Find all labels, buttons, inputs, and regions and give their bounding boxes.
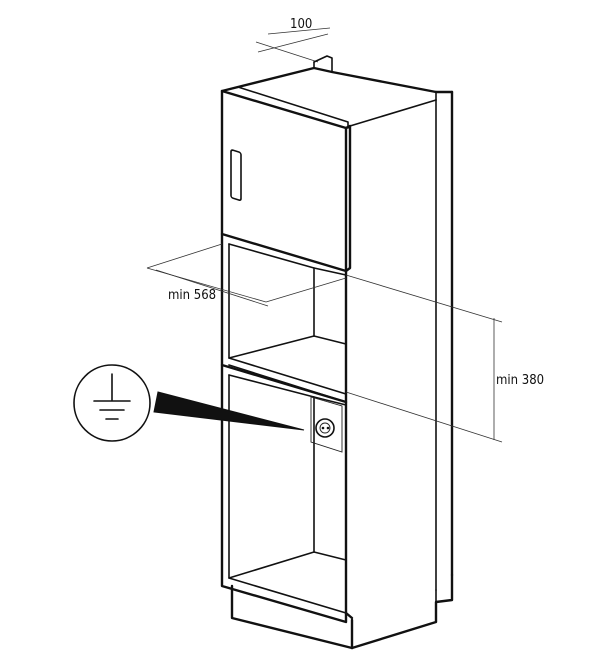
earth-ground-icon: [73, 364, 151, 442]
cabinet-carcass: [220, 66, 454, 650]
niche-height-dimension: min 380: [345, 274, 544, 443]
top-depth-label: 100: [290, 17, 312, 32]
top-depth-dimension: 100: [255, 17, 331, 63]
middle-niche: [220, 232, 348, 404]
niche-width-label: min 568: [168, 288, 216, 303]
lower-compartment: [220, 363, 354, 624]
pointer-arrow: [153, 391, 305, 431]
niche-height-label: min 380: [496, 373, 544, 388]
niche-width-dimension: min 568: [146, 243, 347, 307]
door-handle: [230, 149, 242, 201]
upper-door: [220, 86, 437, 273]
power-socket-icon: [310, 396, 343, 453]
